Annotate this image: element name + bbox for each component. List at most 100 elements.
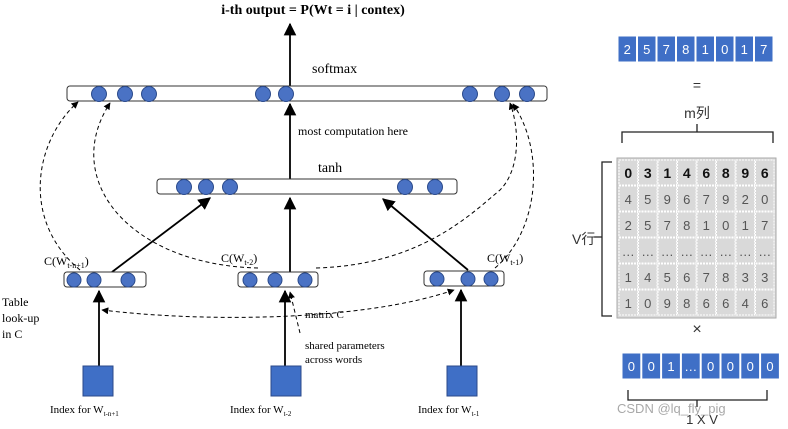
embedding-node — [66, 272, 82, 288]
top-vector-value: 8 — [682, 42, 689, 57]
index-label-left: Index for Wt-n+1 — [50, 404, 119, 418]
embedding-node — [429, 271, 445, 287]
embedding-node — [120, 272, 136, 288]
matrix-cell — [696, 211, 716, 238]
top-vector-cell — [715, 35, 735, 63]
v-rows-label: V行 — [572, 231, 595, 247]
one-hot-value: 0 — [648, 359, 655, 374]
matrix-value: … — [661, 244, 674, 259]
one-hot-value: 1 — [667, 359, 674, 374]
matrix-cell — [677, 237, 697, 264]
matrix-cell — [657, 159, 677, 186]
matrix-value: 8 — [722, 270, 729, 285]
matrix-value: 0 — [644, 296, 651, 311]
matrix-value: 5 — [664, 270, 671, 285]
one-hot-cell — [720, 352, 741, 380]
matrix-cell — [716, 263, 736, 290]
matrix-cell — [735, 263, 755, 290]
one-hot-value: 0 — [707, 359, 714, 374]
matrix-cell — [677, 185, 697, 212]
one-hot-cell — [680, 352, 701, 380]
one-hot-cell — [661, 352, 681, 380]
matrix-value: 4 — [683, 165, 691, 181]
one-hot-cell — [700, 352, 721, 380]
matrix-value: 1 — [625, 270, 632, 285]
top-vector-value: 7 — [760, 42, 767, 57]
matrix-value: 4 — [625, 192, 632, 207]
matrix-cell — [755, 289, 775, 316]
matrix-value: … — [719, 244, 732, 259]
matrix-cell — [755, 159, 775, 186]
matrix-cell — [638, 211, 658, 238]
matrix-value: 3 — [761, 270, 768, 285]
matrix-value: 9 — [722, 192, 729, 207]
matrix-value: 7 — [761, 218, 768, 233]
tanh-label: tanh — [318, 161, 342, 176]
tanh-node — [222, 179, 238, 195]
matrix-cell — [618, 263, 638, 290]
matrix-c-label: matrix C — [305, 309, 344, 321]
label-c-right: C(Wt-1) — [487, 251, 523, 267]
matrix-cell — [677, 289, 697, 316]
one-hot-value: 0 — [628, 359, 635, 374]
matrix-cell — [735, 185, 755, 212]
matrix-cell — [657, 263, 677, 290]
matrix-value: … — [641, 244, 654, 259]
top-vector-cell — [676, 35, 696, 63]
matrix-value: 6 — [761, 165, 769, 181]
matrix-cell — [638, 237, 658, 264]
embedding-node — [267, 272, 283, 288]
one-hot-cell — [641, 352, 662, 380]
matrix-cell — [657, 289, 677, 316]
top-vector-value: 7 — [663, 42, 670, 57]
one-hot-value: 0 — [766, 359, 773, 374]
matrix-value: 6 — [683, 192, 690, 207]
watermark: CSDN @lq_fly_pig — [617, 401, 726, 416]
matrix-cell — [638, 289, 658, 316]
matrix-value: 2 — [625, 218, 632, 233]
top-vector-cell — [695, 35, 715, 63]
matrix-value: 0 — [722, 218, 729, 233]
matrix-cell — [618, 237, 638, 264]
matrix-value: 7 — [664, 218, 671, 233]
matrix-cell — [618, 159, 638, 186]
embedding-node — [242, 272, 258, 288]
matrix-value: 5 — [644, 192, 651, 207]
dashed-skip-left-outer — [39, 101, 81, 271]
matrix-cell — [657, 237, 677, 264]
tanh-node — [397, 179, 413, 195]
matrix-cell — [735, 211, 755, 238]
matrix-cell — [677, 159, 697, 186]
softmax-node — [91, 86, 107, 102]
matrix-cell — [677, 211, 697, 238]
matrix-cell — [716, 237, 736, 264]
matrix-cell — [696, 237, 716, 264]
times-sign: × — [692, 321, 701, 338]
softmax-node — [141, 86, 157, 102]
matrix-value: 8 — [683, 296, 690, 311]
softmax-node — [462, 86, 478, 102]
softmax-node — [519, 86, 535, 102]
matrix-value: 6 — [702, 165, 710, 181]
matrix-cell — [735, 289, 755, 316]
matrix-cell — [716, 289, 736, 316]
dashed-skip-left-inner — [93, 102, 259, 269]
top-vector-cell — [617, 35, 637, 63]
equals-sign: = — [693, 77, 701, 93]
matrix-cell — [638, 185, 658, 212]
matrix-value: 4 — [742, 296, 749, 311]
matrix-cell — [657, 185, 677, 212]
matrix-value: 5 — [644, 218, 651, 233]
embedding-node — [460, 271, 476, 287]
top-vector-value: 2 — [624, 42, 631, 57]
bottom-brace — [627, 390, 768, 407]
matrix-value: 8 — [683, 218, 690, 233]
one-hot-cell — [740, 352, 761, 380]
matrix-cell — [755, 211, 775, 238]
matrix-cell — [638, 159, 658, 186]
dashed-skip-mid — [315, 102, 518, 269]
matrix-value: 6 — [683, 270, 690, 285]
label-c-mid: C(Wt-2) — [221, 251, 257, 267]
